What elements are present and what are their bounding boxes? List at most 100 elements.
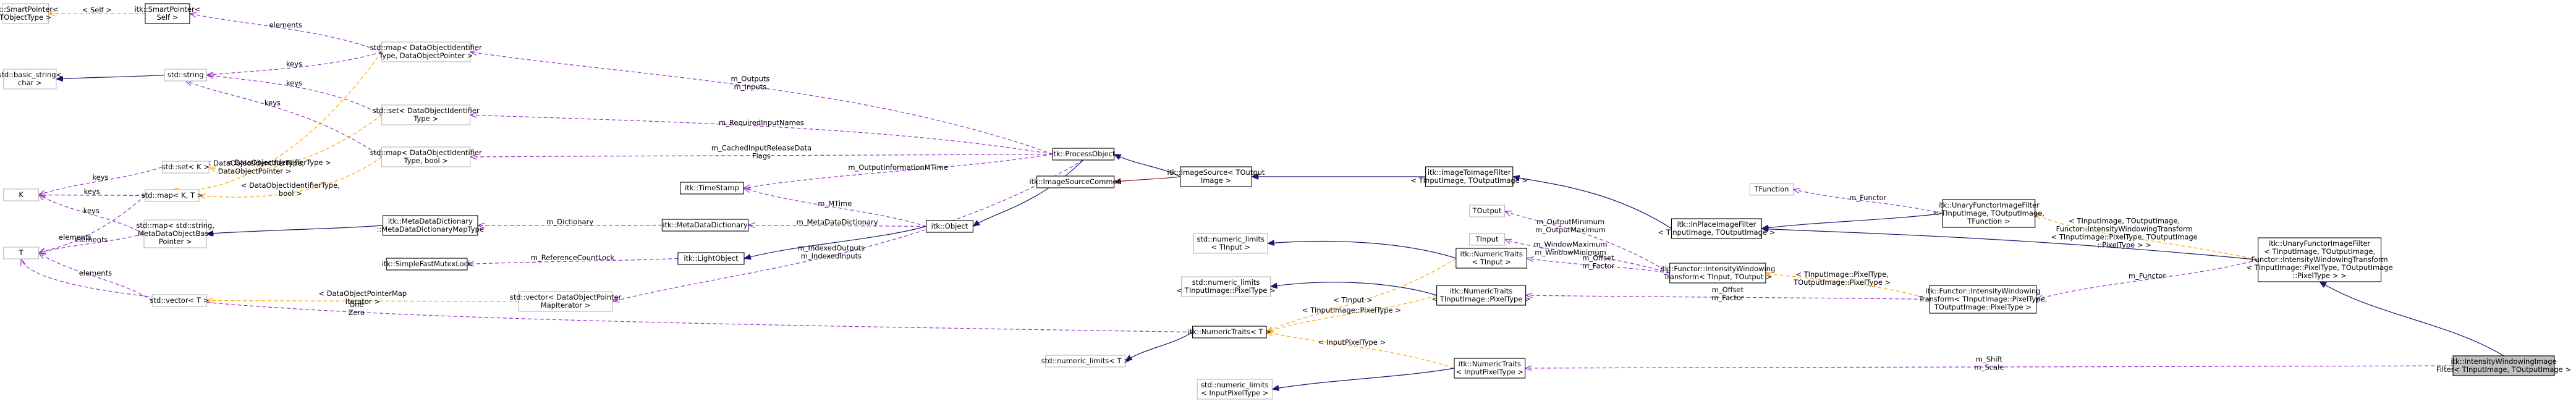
class-name-line: std::set< DataObjectIdentifier <box>373 106 480 115</box>
class-node-numeric-traits-tinputimage[interactable]: itk::NumericTraits< TInputImage::PixelTy… <box>1432 285 1531 306</box>
inherit-edge-itk-object-to-light-object <box>744 225 926 260</box>
class-name-line: MapIterator > <box>541 301 591 310</box>
class-box <box>161 161 210 174</box>
class-node-unary-functor-generic[interactable]: itk::UnaryFunctorImageFilter< TInputImag… <box>1933 199 2044 228</box>
inherit-edge-image-source-to-process-object <box>1113 153 1180 177</box>
class-node-light-object[interactable]: itk::LightObject <box>677 252 745 265</box>
class-box <box>381 104 471 125</box>
class-node-basic-string: std::basic_string<char > <box>0 69 62 90</box>
class-box <box>1942 199 2036 228</box>
inherit-edge-numeric-traits-tinputimage-to-numeric-limits-tinputimage <box>1269 282 1437 296</box>
class-name-line: itk::TimeStamp <box>685 183 739 192</box>
inherit-edge-intensity-window-filter-to-unary-functor-specific <box>2319 281 2504 356</box>
class-name-line: Self > <box>156 13 178 22</box>
class-node-vector-t: std::vector< T > <box>150 294 210 307</box>
class-name-line: itk::Functor::IntensityWindowing <box>1925 287 2040 295</box>
class-name-line: Image > <box>1201 176 1231 185</box>
class-name-line: std::vector< T > <box>150 296 210 305</box>
class-node-simple-mutex[interactable]: itk::SimpleFastMutexLock <box>382 258 472 271</box>
class-node-image-source-common[interactable]: itk::ImageSourceCommon <box>1029 175 1122 188</box>
class-node-inplace-filter[interactable]: itk::InPlaceImageFilter< TInputImage, TO… <box>1658 218 1776 239</box>
class-name-line: char > <box>18 78 42 87</box>
class-node-process-object[interactable]: itk::ProcessObject <box>1051 148 1116 161</box>
class-box <box>1425 166 1514 187</box>
edge-label: m_Offset <box>1582 254 1614 263</box>
class-box <box>1469 204 1506 217</box>
class-node-numeric-traits-tinput[interactable]: itk::NumericTraits< TInput > <box>1455 248 1528 269</box>
class-box <box>164 69 207 82</box>
edge-label: m_MTime <box>818 200 852 208</box>
class-node-meta-dict[interactable]: itk::MetaDataDictionary::MetaDataDiction… <box>377 215 484 236</box>
class-node-numeric-traits-t[interactable]: itk::NumericTraits< T > <box>1188 326 1271 339</box>
class-name-line: std::numeric_limits <box>1192 278 1260 287</box>
usage-edge-itk-object-to-time-stamp <box>744 188 926 227</box>
class-name-line: std::map< std::string, <box>136 221 214 230</box>
class-node-numeric-traits-inputpixel[interactable]: itk::NumericTraits< InputPixelType > <box>1454 358 1526 379</box>
usage-edge-process-object-to-time-stamp <box>744 153 1053 188</box>
class-name-line: itk::ImageToImageFilter <box>1428 168 1511 177</box>
edge-label: keys <box>92 173 108 182</box>
class-box <box>1045 355 1126 368</box>
edge-label: Iterator > <box>345 297 380 306</box>
class-node-time-stamp[interactable]: itk::TimeStamp <box>680 182 744 195</box>
class-name-line: itk::LightObject <box>684 254 739 263</box>
edge-label: One <box>349 300 363 309</box>
class-node-smartptr-self[interactable]: itk::SmartPointer<Self > <box>134 3 200 24</box>
template-edge-set-dataobj-id-to-set-k <box>209 114 382 171</box>
class-box <box>3 246 40 259</box>
usage-edge-process-object-to-map-dataobj-ptr <box>470 52 1053 155</box>
class-box <box>145 189 200 202</box>
class-box <box>3 69 57 90</box>
usage-edge-unary-functor-specific-to-functor-window-pixel <box>2036 259 2258 300</box>
edge-label: m_CachedInputReleaseData <box>711 143 811 152</box>
edge-label: m_Inputs <box>734 82 767 91</box>
class-name-line: std::map< DataObjectIdentifier <box>370 148 482 157</box>
class-name-line: Pointer > <box>159 237 192 246</box>
class-name-line: itk::ImageSourceCommon <box>1029 177 1121 186</box>
class-node-functor-window[interactable]: itk::Functor::IntensityWindowingTransfor… <box>1660 263 1775 284</box>
class-node-image-source[interactable]: itk::ImageSource< TOutputImage > <box>1167 166 1265 187</box>
inherit-edge-meta-dict-to-map-string-meta <box>206 225 383 237</box>
class-node-itk-object[interactable]: itk::Object <box>926 220 973 233</box>
inherit-edge-std-string-to-basic-string <box>55 74 165 82</box>
edge-label: < Self > <box>82 6 112 14</box>
protected-edge-image-source-to-image-source-common <box>1113 176 1180 185</box>
class-node-map-string-meta: std::map< std::string,MetaDataObjectBase… <box>136 219 214 248</box>
class-name-line: TOutputImage::PixelType > <box>1934 303 2032 311</box>
class-node-std-string: std::string <box>164 69 207 82</box>
class-name-line: itk::MetaDataDictionary <box>663 221 747 229</box>
class-node-unary-functor-specific[interactable]: itk::UnaryFunctorImageFilter< TInputImag… <box>2247 237 2393 282</box>
edge-label: m_RequiredInputNames <box>719 118 804 127</box>
class-name-line: < TInput > <box>1211 243 1250 251</box>
usage-edge-map-k-t-to-t <box>39 195 146 253</box>
class-name-line: itk::SimpleFastMutexLock <box>382 259 472 268</box>
inherit-edge-numeric-traits-inputpixel-to-numeric-limits-inputpixel <box>1271 368 1455 392</box>
edge-label: < TInputImage::PixelType, <box>1795 270 1889 279</box>
usage-edge-unary-functor-generic-to-tfunction <box>1793 190 1943 214</box>
class-box <box>1192 326 1267 339</box>
class-box <box>1455 248 1528 269</box>
template-edge-map-dataobj-ptr-to-map-k-t <box>172 51 383 190</box>
template-edge-numeric-traits-inputpixel-to-numeric-traits-t <box>1266 332 1455 369</box>
usage-edge-process-object-to-vector-dataobj-ptr <box>612 159 1084 301</box>
edge-label: elements <box>269 20 302 29</box>
class-node-functor-window-pixel[interactable]: itk::Functor::IntensityWindowingTransfor… <box>1918 285 2048 314</box>
edge-label: < InputPixelType > <box>1318 338 1386 347</box>
class-name-line: itk::IntensityWindowingImage <box>2451 357 2556 366</box>
class-box <box>145 3 190 24</box>
class-node-image-to-image[interactable]: itk::ImageToImageFilter< TInputImage, TO… <box>1410 166 1528 187</box>
edge-label: DataObjectPointer > <box>218 167 292 175</box>
class-box <box>1193 233 1268 254</box>
template-edge-vector-dataobj-ptr-to-vector-t <box>206 301 519 302</box>
edge-label: m_IndexedInputs <box>801 252 862 261</box>
class-node-set-dataobj-id: std::set< DataObjectIdentifierType > <box>373 104 480 125</box>
class-name-line: itk::MetaDataDictionary <box>388 217 473 225</box>
class-node-vector-dataobj-ptr: std::vector< DataObjectPointerMapIterato… <box>510 291 622 312</box>
class-name-line: T <box>19 248 24 257</box>
edge-label: keys <box>286 78 302 87</box>
template-edge-unary-functor-specific-to-unary-functor-generic <box>2035 214 2258 261</box>
edge-label: m_Functor <box>2129 272 2166 280</box>
class-node-meta-data-dictionary[interactable]: itk::MetaDataDictionary <box>661 219 749 232</box>
usage-edge-process-object-to-set-dataobj-id <box>470 115 1053 155</box>
